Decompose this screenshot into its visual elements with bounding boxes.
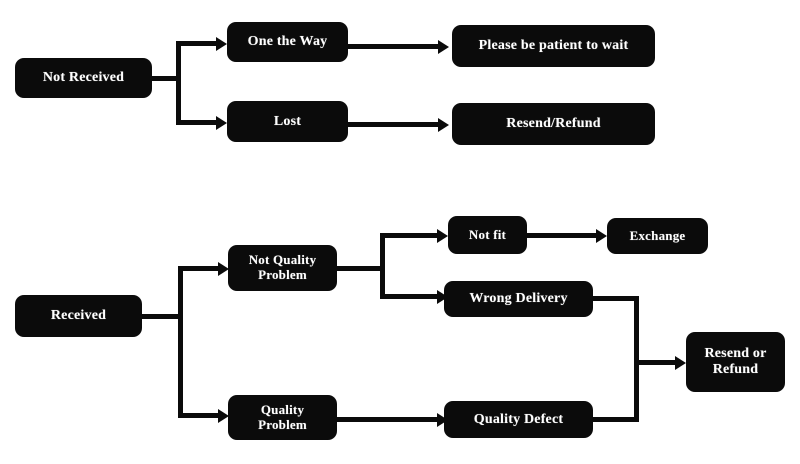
edge-not-quality-problem-stem [337, 266, 385, 271]
arrowhead-please-wait [438, 39, 449, 54]
node-quality-problem-line2: Problem [258, 416, 307, 432]
arrowhead-wrong-delivery [437, 289, 448, 304]
node-one-the-way[interactable]: One the Way [227, 22, 348, 62]
edge-quality-problem-to-quality-defect [337, 417, 441, 422]
node-quality-defect[interactable]: Quality Defect [444, 401, 593, 438]
edge-to-wrong-delivery [380, 294, 441, 299]
edge-one-the-way-to-wait [348, 44, 441, 49]
edge-to-not-quality-problem [178, 266, 222, 271]
edge-received-stem [142, 314, 183, 319]
edge-to-not-fit [380, 233, 441, 238]
edge-to-one-the-way [176, 41, 220, 46]
edge-merge-column [634, 296, 639, 422]
node-quality-problem[interactable]: Quality Problem [228, 395, 337, 440]
arrowhead-not-fit [437, 228, 448, 243]
arrowhead-lost [216, 115, 227, 130]
arrowhead-resend-or-refund [675, 355, 686, 370]
node-lost[interactable]: Lost [227, 101, 348, 142]
node-resend-or-refund[interactable]: Resend or Refund [686, 332, 785, 392]
node-not-received[interactable]: Not Received [15, 58, 152, 98]
node-quality-problem-line1: Quality [260, 401, 305, 417]
arrowhead-exchange [596, 228, 607, 243]
node-resend-or-refund-line1: Resend or [704, 346, 767, 362]
node-resend-refund[interactable]: Resend/Refund [452, 103, 655, 145]
node-wrong-delivery[interactable]: Wrong Delivery [444, 281, 593, 317]
arrowhead-quality-problem [218, 408, 229, 423]
arrowhead-one-the-way [216, 36, 227, 51]
edge-received-split [178, 266, 183, 418]
node-not-quality-problem[interactable]: Not Quality Problem [228, 245, 337, 291]
edge-not-received-split [176, 41, 181, 125]
edge-to-quality-problem [178, 413, 222, 418]
edge-lost-to-resend-refund [348, 122, 441, 127]
node-not-fit[interactable]: Not fit [448, 216, 527, 254]
edge-not-fit-to-exchange [527, 233, 600, 238]
edge-not-quality-problem-split [380, 233, 385, 299]
node-received[interactable]: Received [15, 295, 142, 337]
arrowhead-quality-defect [437, 412, 448, 427]
node-not-quality-problem-line1: Not Quality [248, 252, 317, 268]
node-not-quality-problem-line2: Problem [258, 267, 307, 282]
arrowhead-resend-refund [438, 117, 449, 132]
edge-wrong-delivery-merge [593, 296, 639, 301]
edge-not-received-stem [152, 76, 181, 81]
edge-quality-defect-merge [593, 417, 639, 422]
node-resend-or-refund-line2: Refund [712, 362, 759, 377]
node-please-be-patient-to-wait[interactable]: Please be patient to wait [452, 25, 655, 67]
edge-to-lost [176, 120, 220, 125]
edge-merge-to-resend-or-refund [634, 360, 679, 365]
node-exchange[interactable]: Exchange [607, 218, 708, 254]
arrowhead-not-quality-problem [218, 261, 229, 276]
